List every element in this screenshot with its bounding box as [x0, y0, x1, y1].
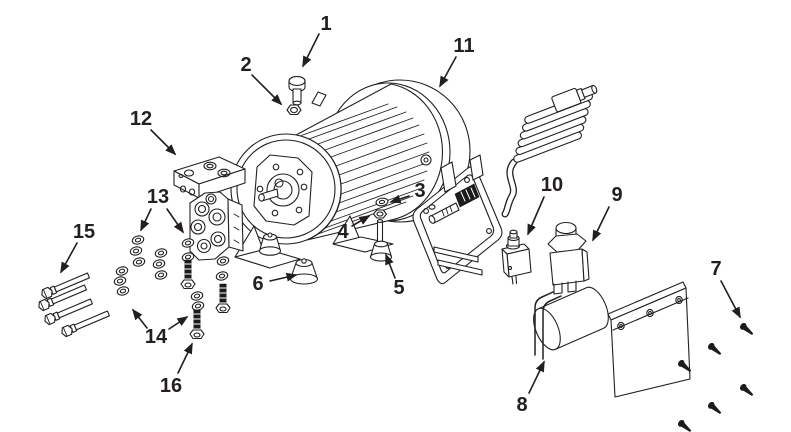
- callout-5-number: 5: [393, 277, 404, 299]
- callout-4-number: 4: [337, 221, 349, 243]
- motor-lifting-lug: [311, 91, 327, 107]
- capacitor-bracket: [542, 295, 562, 360]
- box-shaft-knob: [454, 183, 480, 208]
- callout-15-number: 15: [73, 221, 95, 243]
- cover-plate: [607, 281, 691, 398]
- callout-11-number: 11: [453, 35, 474, 57]
- capacitor-bracket: [534, 291, 554, 356]
- callout-15-arrow: [60, 242, 78, 274]
- callout-12-pump-head-manifold: 12: [130, 108, 177, 156]
- pressure-switch: [547, 221, 590, 295]
- motor-front-flange: [253, 154, 313, 226]
- callout-10-overload-switch: 10: [527, 174, 563, 236]
- callout-1-cap-plug: 1: [302, 13, 332, 68]
- callout-4-lock-nut: 4: [337, 215, 371, 243]
- pump-head-manifold: [173, 156, 246, 261]
- callout-6-rubber-foot: 6: [252, 272, 298, 295]
- callout-3-flat-washer: 3: [389, 180, 426, 204]
- callout-5-arrow: [385, 253, 396, 279]
- callout-11-electric-motor: 11: [439, 35, 475, 88]
- box-rib: [437, 259, 483, 276]
- flat-washer: [375, 197, 389, 207]
- box-bracket-tab: [469, 154, 484, 181]
- callout-14-number: 14: [145, 326, 168, 348]
- box-rib: [433, 246, 479, 263]
- overload-switch: [501, 229, 532, 285]
- electric-motor: [230, 79, 471, 269]
- electrical-box: [412, 154, 503, 285]
- callout-1-arrow: [302, 33, 320, 68]
- flat-washers: [129, 235, 230, 281]
- rubber-foot: [289, 258, 319, 285]
- callout-14-arrow: [131, 308, 148, 329]
- callout-7-arrow: [720, 280, 741, 319]
- callout-12-number: 12: [130, 108, 152, 130]
- callout-9-arrow: [592, 206, 610, 242]
- callout-13-number: 13: [147, 186, 169, 208]
- hex-nut: [286, 104, 302, 116]
- callout-7-number: 7: [710, 258, 721, 280]
- pump-head: [189, 191, 244, 261]
- callout-9-number: 9: [611, 184, 622, 206]
- callout-13-arrow: [166, 208, 184, 234]
- callout-16-number: 16: [160, 375, 182, 397]
- callout-9-pressure-switch: 9: [592, 184, 623, 242]
- power-cord-coil: [501, 84, 598, 218]
- capacitor: [533, 286, 609, 360]
- callout-16-arrow: [177, 342, 193, 374]
- hex-bolts-short: [180, 259, 231, 340]
- callout-8-capacitor: 8: [516, 360, 545, 416]
- callout-3-arrow: [389, 194, 410, 204]
- callout-10-arrow: [527, 196, 545, 236]
- callout-13-flat-washers: 13: [140, 186, 184, 234]
- callout-14-arrow: [168, 316, 189, 330]
- callout-2-hex-nut: 2: [240, 54, 283, 106]
- callout-2-number: 2: [240, 54, 251, 76]
- callout-10-number: 10: [541, 174, 563, 196]
- callout-6-arrow: [269, 272, 298, 282]
- callout-8-arrow: [528, 360, 545, 394]
- callout-16-hex-bolts-short: 16: [160, 342, 193, 397]
- callout-14-lock-washers: 14: [131, 308, 189, 348]
- hex-bolts-long: [38, 272, 110, 338]
- callout-6-number: 6: [252, 273, 263, 295]
- callout-13-arrow: [140, 208, 152, 232]
- callout-2-arrow: [251, 74, 283, 106]
- callout-15-hex-bolts-long: 15: [60, 221, 95, 274]
- callout-11-arrow: [439, 56, 457, 88]
- callout-12-arrow: [150, 129, 177, 156]
- callout-8-number: 8: [516, 394, 527, 416]
- lock-nut: [372, 209, 388, 219]
- cap-plug: [288, 75, 306, 106]
- callout-5-rubber-foot-with-stud: 5: [385, 253, 405, 299]
- callout-1-number: 1: [320, 13, 331, 35]
- box-bracket-tab: [440, 161, 457, 193]
- power-plug: [551, 84, 598, 113]
- callout-3-number: 3: [414, 180, 425, 202]
- motor-rubber-foot: [258, 232, 282, 256]
- callout-4-arrow: [351, 215, 371, 227]
- lock-washers: [113, 266, 205, 311]
- callout-7-self-tapping-screws: 7: [710, 258, 741, 319]
